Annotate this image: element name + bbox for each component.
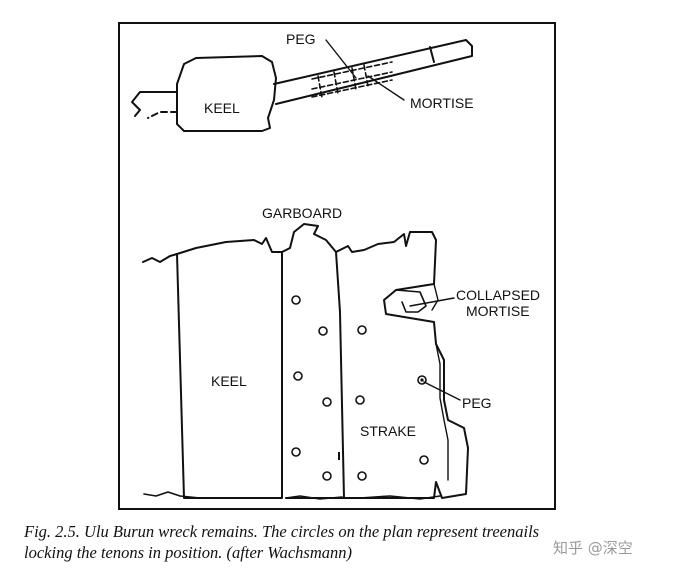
mortise-leader-top: [367, 75, 405, 101]
label-keel-bottom: KEEL: [211, 373, 247, 389]
peg-dot: [420, 378, 424, 382]
label-mortise-top: MORTISE: [410, 95, 474, 111]
plan-bottom-edge: [143, 491, 441, 500]
treenail-3: [293, 371, 303, 381]
watermark: 知乎 @深空: [553, 539, 633, 557]
label-peg-bottom: PEG: [462, 395, 492, 411]
label-keel-top: KEEL: [204, 100, 240, 116]
peg-leader-top: [325, 39, 357, 79]
figure-caption: Fig. 2.5. Ulu Burun wreck remains. The c…: [24, 521, 664, 563]
peg-leader-bottom: [423, 381, 461, 401]
treenail-6: [322, 471, 332, 481]
treenail-2: [318, 326, 328, 336]
caption-line-2: locking the tenons in position. (after W…: [24, 543, 352, 562]
collapsed-mortise-notch: [395, 289, 427, 313]
strake-plan: [335, 231, 469, 499]
label-garboard: GARBOARD: [262, 205, 342, 221]
label-strake: STRAKE: [360, 423, 416, 439]
label-collapsed: COLLAPSED: [456, 287, 540, 303]
keel-plan: [176, 237, 283, 499]
figure-frame: [118, 22, 556, 510]
left-plank-stub: [131, 91, 178, 117]
treenail-7: [357, 325, 367, 335]
treenail-10: [419, 455, 429, 465]
keel-cross-section: [176, 55, 277, 132]
treenail-5: [291, 447, 301, 457]
treenail-8: [355, 395, 365, 405]
label-collapsed-mortise: MORTISE: [466, 303, 530, 319]
garboard-plank-cross-section: [273, 39, 473, 105]
garboard-plan: [281, 223, 345, 499]
collapsed-mortise-leader: [409, 297, 455, 307]
caption-line-1: Fig. 2.5. Ulu Burun wreck remains. The c…: [24, 522, 540, 541]
treenail-9: [357, 471, 367, 481]
label-peg-top: PEG: [286, 31, 316, 47]
treenail-11: [417, 375, 427, 385]
treenail-4: [322, 397, 332, 407]
treenail-1: [291, 295, 301, 305]
